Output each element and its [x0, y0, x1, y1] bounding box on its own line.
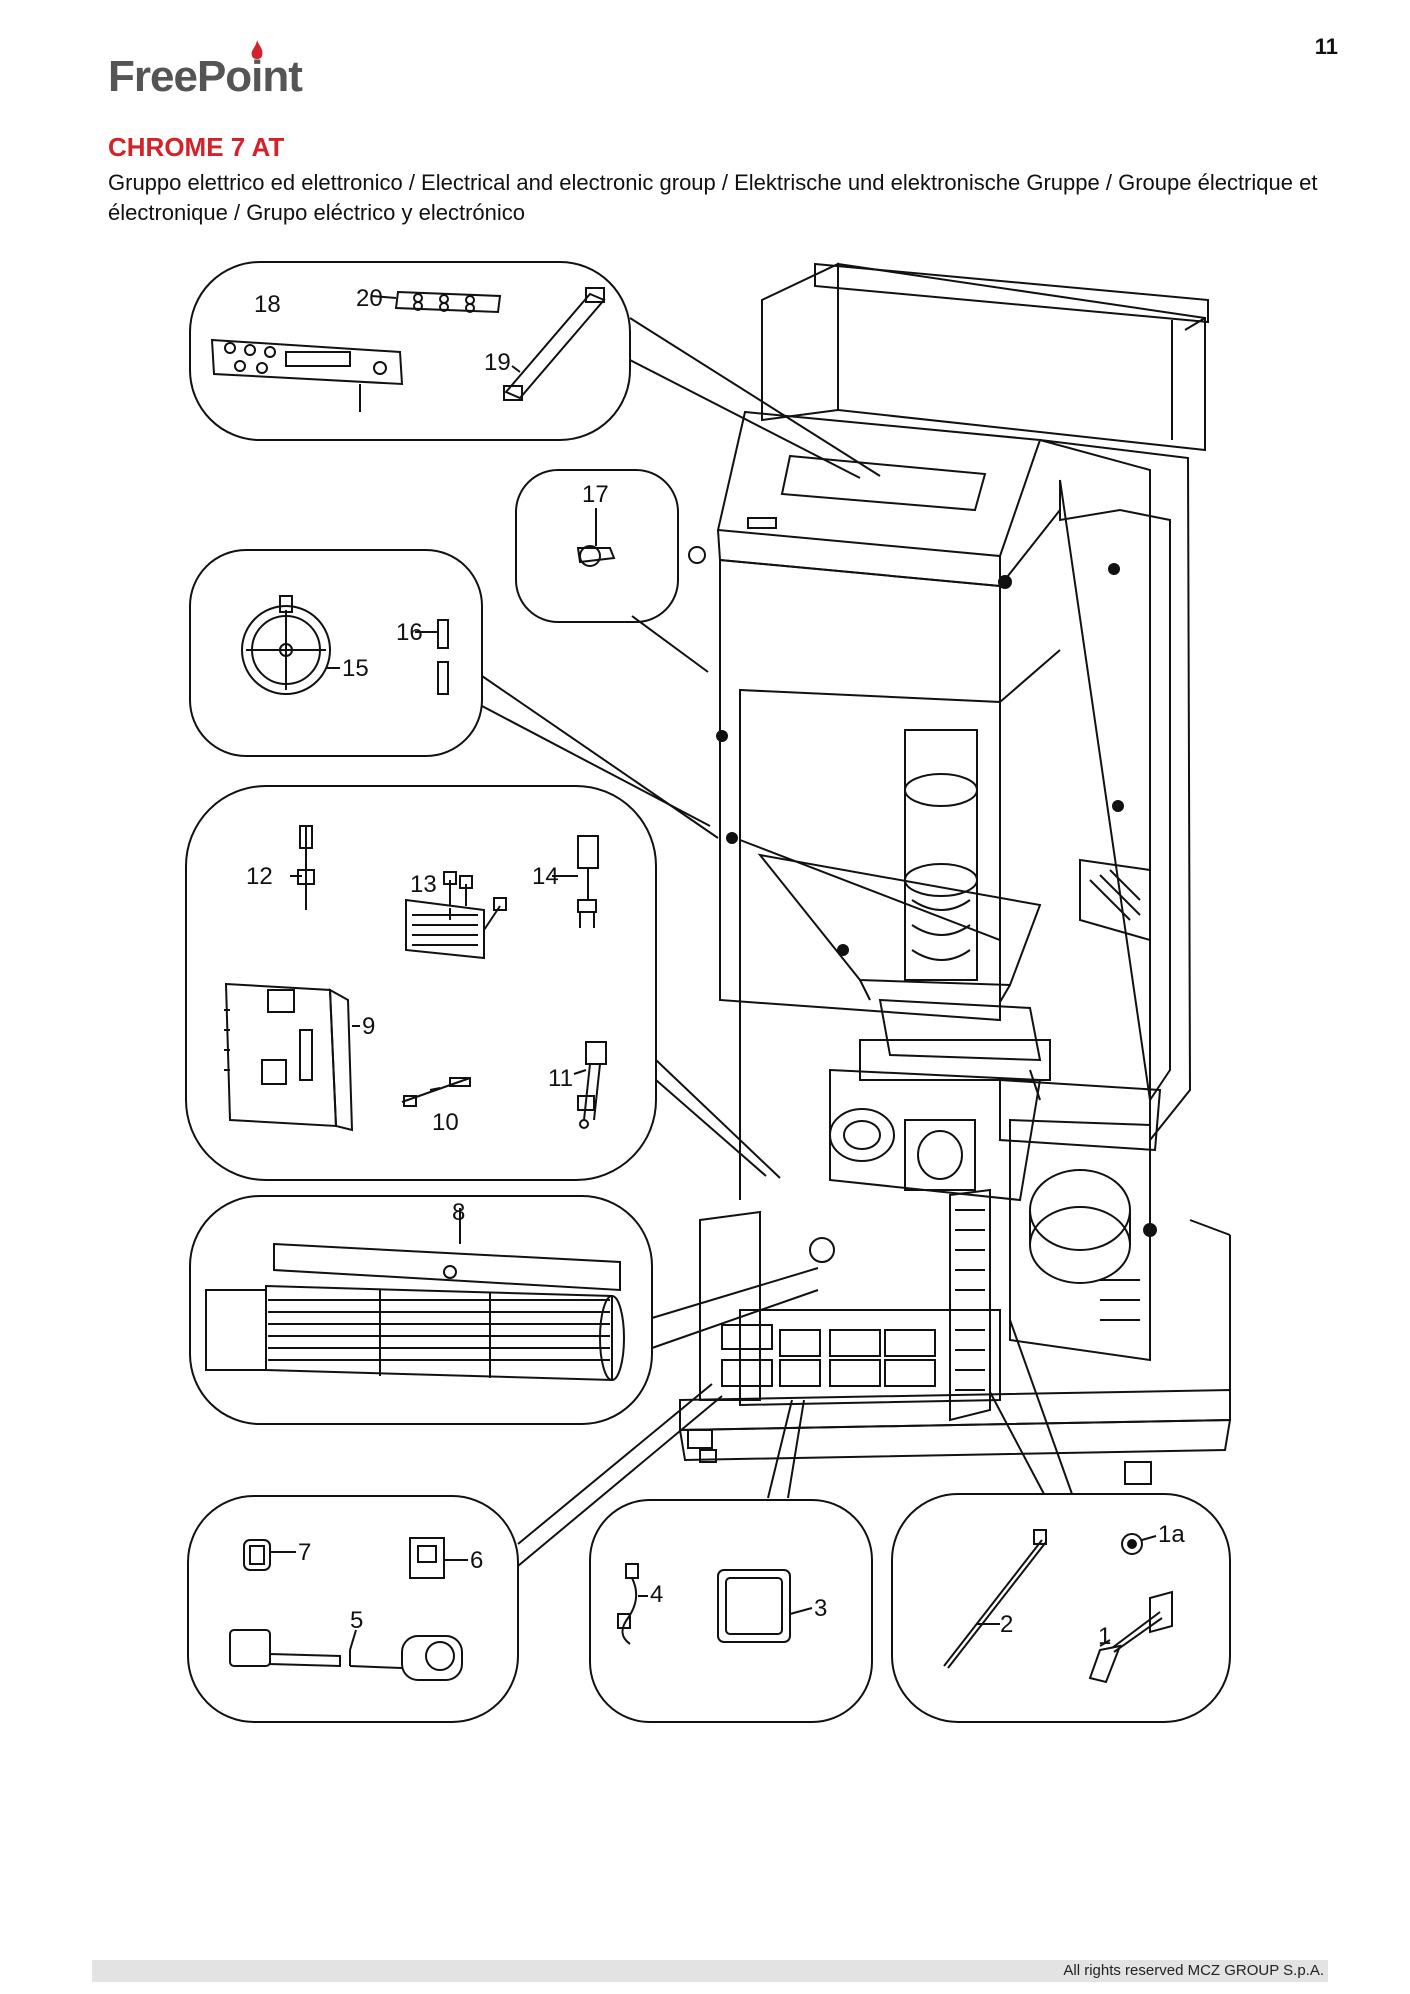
part-number-labels: 1 1a 2 3 4 5 6 7 8 9 10 11 12 13 14 15 1…: [246, 285, 1185, 1650]
part-label-19: 19: [484, 349, 511, 376]
part-label-10: 10: [432, 1109, 459, 1136]
callout-bubble-thermostat: [515, 469, 679, 623]
igniter-rod-part: [943, 1529, 1047, 1669]
callout-bubble-cables: [187, 1495, 519, 1723]
igniter-part: [1088, 1590, 1173, 1684]
power-cord-part: [229, 1629, 463, 1681]
fan-motor-part: [241, 595, 331, 695]
callout-bubble-control-panel: [189, 261, 631, 441]
part-label-20: 20: [356, 285, 383, 312]
cable-part: [617, 1563, 639, 1645]
footer-bar: [92, 1960, 1328, 1982]
part-label-15: 15: [342, 655, 369, 682]
part-label-18: 18: [254, 291, 281, 318]
wiring-harness-part: [405, 871, 507, 960]
part-label-1: 1: [1098, 1623, 1111, 1650]
thermostat-part: [576, 516, 616, 567]
part-label-11: 11: [548, 1065, 573, 1092]
section-subtitle: Gruppo elettrico ed elettronico / Electr…: [108, 170, 1318, 225]
callout-bubble-fan: [189, 1195, 653, 1425]
stove-body-illustration: [678, 262, 1232, 1485]
control-panel-part: [210, 338, 404, 412]
footer-copyright: All rights reserved MCZ GROUP S.p.A.: [1063, 1962, 1324, 1979]
part-label-7: 7: [298, 1539, 311, 1566]
part-label-8: 8: [452, 1199, 465, 1226]
part-label-3: 3: [814, 1595, 827, 1622]
part-label-2: 2: [1000, 1611, 1013, 1638]
sensor-lead-part: [401, 1077, 471, 1107]
plug-lead-part: [577, 1041, 607, 1129]
part-label-5: 5: [350, 1607, 363, 1634]
tangential-fan-part: [205, 1242, 625, 1382]
part-label-4: 4: [650, 1581, 663, 1608]
flame-icon: [251, 40, 263, 59]
brand-logo: FreePoint: [108, 40, 303, 102]
electronic-board-part: [224, 982, 354, 1132]
part-label-1a: 1a: [1158, 1521, 1185, 1548]
part-label-17: 17: [582, 481, 609, 508]
ribbon-cable-part: [503, 287, 606, 401]
part-label-6: 6: [470, 1547, 483, 1574]
power-socket-part: [409, 1537, 445, 1579]
fuse-part: [437, 619, 449, 695]
part-label-12: 12: [246, 863, 273, 890]
probe-part: [297, 825, 315, 910]
switch-part: [243, 1539, 271, 1571]
gasket-part: [717, 1569, 791, 1643]
callout-bubble-sensor: [189, 549, 483, 757]
callout-bubble-electronics: [185, 785, 657, 1181]
keypad-part: [394, 290, 502, 314]
connector-part: [577, 835, 599, 928]
part-label-13: 13: [410, 871, 437, 898]
part-label-16: 16: [396, 619, 423, 646]
part-label-14: 14: [532, 863, 559, 890]
page-number: 11: [1314, 34, 1338, 59]
callout-bubble-gasket: [589, 1499, 873, 1723]
brand-name: FreePoint: [108, 52, 303, 101]
callout-bubble-igniter: [891, 1493, 1231, 1723]
model-title: CHROME 7 AT: [108, 132, 285, 162]
washer-part: [1121, 1533, 1143, 1555]
part-label-9: 9: [362, 1013, 375, 1040]
